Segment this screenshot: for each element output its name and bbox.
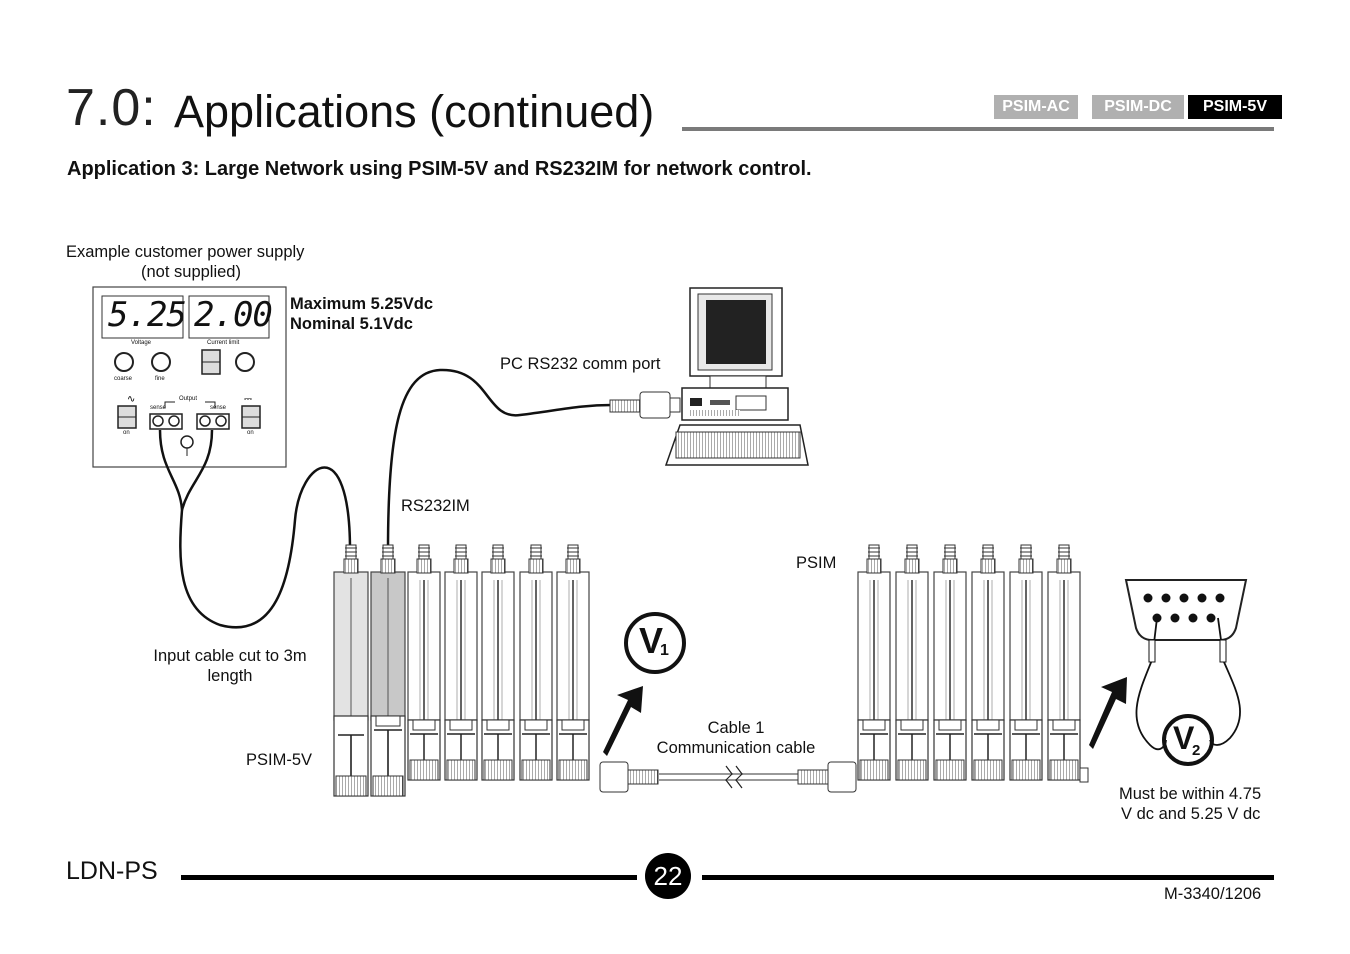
- tag-psim-dc: PSIM-DC: [1092, 95, 1184, 119]
- probe-lead: [1135, 617, 1167, 751]
- document-code: M-3340/1206: [1164, 885, 1262, 903]
- footer-brand: LDN-PS: [66, 857, 158, 885]
- range-note: Must be within 4.75: [1119, 785, 1262, 803]
- coarse-knob: [114, 352, 134, 372]
- application-subtitle: Application 3: Large Network using PSIM-…: [67, 158, 812, 180]
- input-cable-label: Input cable cut to 3m: [153, 647, 307, 665]
- current-limit-label: Current limit: [207, 340, 240, 346]
- rs232-cable: [386, 368, 613, 551]
- probe-lead: [1209, 617, 1241, 746]
- page-number: 22: [645, 853, 691, 899]
- footer-divider-right: [702, 875, 1274, 880]
- psim-module-group-right: [857, 544, 1089, 783]
- current-readout: 2.00: [194, 295, 273, 335]
- tag-psim-ac: PSIM-AC: [994, 95, 1078, 119]
- voltmeter-v2-icon: [1162, 714, 1214, 766]
- input-cable-label-2: length: [207, 667, 253, 685]
- on-right-label: on: [247, 430, 254, 436]
- on-left-label: on: [123, 430, 130, 436]
- psim-5v-module: [333, 544, 369, 797]
- db9-connector-icon: [1124, 579, 1248, 641]
- arrow-icon: [1089, 677, 1127, 749]
- meter-v2-letter: V: [1173, 720, 1195, 756]
- meter-v1-letter: V: [639, 620, 664, 661]
- tag-psim-5v: PSIM-5V: [1188, 95, 1282, 119]
- coarse-label: coarse: [114, 376, 133, 382]
- psim-5v-label: PSIM-5V: [246, 751, 313, 769]
- pc-port-label: PC RS232 comm port: [500, 355, 661, 373]
- power-supply-caption: Example customer power supply: [66, 243, 305, 261]
- psim-module-group-left: [407, 544, 590, 781]
- current-knob: [235, 352, 255, 372]
- sense-left-label: sense: [150, 405, 167, 411]
- spec-nominal: Nominal 5.1Vdc: [290, 315, 413, 333]
- rs232-plug: [609, 399, 641, 413]
- voltage-label: Voltage: [131, 340, 152, 346]
- svg-text:∿: ∿: [127, 394, 135, 405]
- meter-v1-sub: 1: [660, 642, 669, 659]
- voltage-display: [101, 295, 184, 339]
- fine-knob: [151, 352, 171, 372]
- sense-right-label: sense: [210, 405, 227, 411]
- communication-cable: [599, 761, 857, 793]
- cable-label-2: Communication cable: [656, 739, 816, 757]
- rs232im-module: [370, 544, 406, 797]
- fine-label: fine: [155, 376, 165, 382]
- input-cable: [158, 429, 352, 629]
- cable-label: Cable 1: [707, 719, 765, 737]
- voltmeter-v1-icon: [624, 612, 686, 674]
- spec-max: Maximum 5.25Vdc: [290, 295, 434, 313]
- output-label: Output: [179, 396, 198, 402]
- psim-label: PSIM: [796, 554, 837, 572]
- arrow-icon: [603, 686, 643, 756]
- title-divider: [682, 127, 1274, 131]
- footer-divider-left: [181, 875, 637, 880]
- voltage-readout: 5.25: [108, 295, 187, 335]
- power-supply-caption-note: (not supplied): [141, 263, 241, 281]
- svg-text:⎓: ⎓: [244, 394, 252, 405]
- rs232im-label: RS232IM: [401, 497, 470, 515]
- page-title: Applications (continued): [174, 86, 655, 137]
- pc-computer-icon: [664, 287, 809, 466]
- current-display: [188, 295, 270, 339]
- meter-v2-sub: 2: [1192, 742, 1201, 759]
- section-number: 7.0:: [66, 79, 157, 137]
- range-note-2: V dc and 5.25 V dc: [1121, 805, 1261, 823]
